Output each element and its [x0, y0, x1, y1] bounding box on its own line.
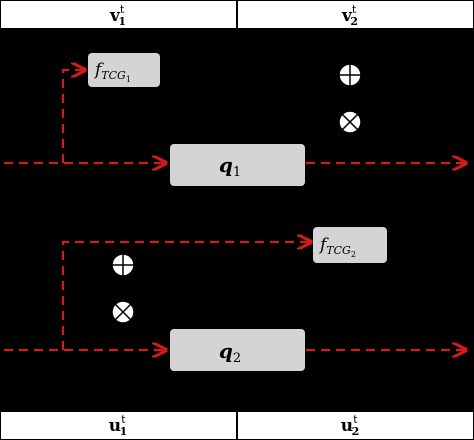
upper-arrows	[4, 70, 466, 163]
q1-label: q1	[219, 153, 241, 180]
ftcg2-block: fTCG2	[313, 227, 387, 263]
ftcg1-label: fTCG1	[93, 60, 131, 84]
q1-block: q1	[170, 144, 305, 186]
upper-plus-icon	[338, 63, 362, 87]
lower-arrows	[4, 242, 466, 350]
lower-times-icon	[111, 300, 135, 324]
lower-branch-arrow	[61, 242, 311, 350]
lower-plus-icon	[111, 253, 135, 277]
ftcg1-block: fTCG1	[88, 53, 160, 87]
q2-block: q2	[170, 329, 305, 371]
ftcg2-label: fTCG2	[318, 235, 356, 259]
q2-label: q2	[219, 339, 241, 366]
upper-branch-arrow	[61, 70, 85, 163]
upper-times-icon	[338, 110, 362, 134]
